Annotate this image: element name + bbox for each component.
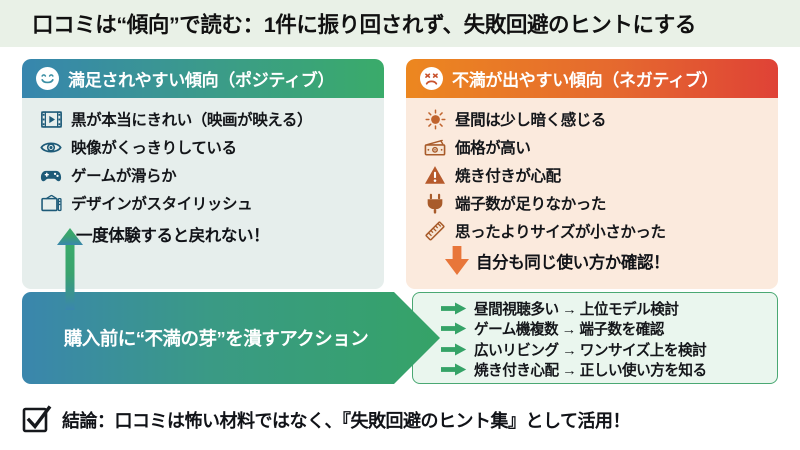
list-item: 思ったよりサイズが小さかった [406,217,778,245]
action-list-item-text: 広いリビング → ワンサイズ上を検討 [474,342,707,359]
eye-icon [40,136,62,158]
action-list-item-text: ゲーム機複数 → 端子数を確認 [474,322,664,339]
banknote-icon [424,136,446,158]
action-list-item: 焼き付き心配 → 正しい使い方を知る [413,360,777,381]
right-arrow-icon [441,363,467,376]
list-item: 映像がくっきりしている [22,133,384,161]
negative-panel-header: 不満が出やすい傾向（ネガティブ） [406,59,778,98]
down-arrow-icon [445,246,469,275]
title-band: 口コミは“傾向”で読む：1件に振り回されず、失敗回避のヒントにする [0,0,800,47]
action-bar: 購入前に“不満の芽”を潰すアクション [22,292,442,384]
positive-panel-header: 満足されやすい傾向（ポジティブ） [22,59,384,98]
list-item-label: ゲームが滑らか [71,168,177,185]
action-list-item: 広いリビング → ワンサイズ上を検討 [413,339,777,360]
list-item-label: 黒が本当にきれい（映画が映える） [71,112,313,129]
film-strip-icon [40,108,62,130]
list-item: デザインがスタイリッシュ [22,189,384,217]
list-item-label: 焼き付きが心配 [455,168,561,185]
list-item-label: 価格が高い [455,140,531,157]
negative-callout-text: 自分も同じ使い方か確認！ [476,254,670,272]
action-list-item: ゲーム機複数 → 端子数を確認 [413,319,777,340]
gamepad-icon [40,164,62,186]
positive-callout: 一度体験すると戻れない！ [22,222,384,246]
television-icon [40,192,62,214]
action-list-item-text: 昼間視聴多い → 上位モデル検討 [474,301,679,318]
right-arrow-icon [441,343,467,356]
negative-panel-title: 不満が出やすい傾向（ネガティブ） [452,71,719,90]
right-arrow-icon [441,302,467,315]
list-item: 価格が高い [406,133,778,161]
negative-callout: 自分も同じ使い方か確認！ [406,246,778,276]
list-item-label: 昼間は少し暗く感じる [455,112,607,129]
list-item-label: 思ったよりサイズが小さかった [455,224,666,241]
action-list-item-text: 焼き付き心配 → 正しい使い方を知る [474,363,707,380]
list-item-label: 映像がくっきりしている [71,140,237,157]
list-item-label: デザインがスタイリッシュ [71,196,253,213]
list-item: 端子数が足りなかった [406,189,778,217]
action-bar-shape [22,292,440,384]
list-item: 焼き付きが心配 [406,161,778,189]
list-item: ゲームが滑らか [22,161,384,189]
list-item-label: 端子数が足りなかった [455,196,607,213]
smiling-face-icon [36,67,59,90]
ruler-icon [424,220,446,242]
sun-icon [424,108,446,130]
action-list-box: 昼間視聴多い → 上位モデル検討 ゲーム機複数 → 端子数を確認 広いリビング … [412,292,778,384]
warning-triangle-icon [424,164,446,186]
negative-trend-panel: 不満が出やすい傾向（ネガティブ） 昼間は少し暗く感じる [406,59,778,289]
right-arrow-icon [441,322,467,335]
positive-callout-text: 一度体験すると戻れない！ [76,227,270,245]
positive-panel-body: 黒が本当にきれい（映画が映える） 映像がくっきりしている [22,98,384,246]
list-item: 黒が本当にきれい（映画が映える） [22,105,384,133]
checkbox-checked-icon [22,405,52,433]
conclusion-text: 結論：口コミは怖い材料ではなく、『失敗回避のヒント集』として活用！ [62,411,630,431]
up-arrow-icon [57,228,83,310]
page-title: 口コミは“傾向”で読む：1件に振り回されず、失敗回避のヒントにする [32,13,696,37]
frowning-face-icon [420,67,443,90]
power-plug-icon [424,192,446,214]
conclusion-bar: 結論：口コミは怖い材料ではなく、『失敗回避のヒント集』として活用！ [22,398,778,442]
action-list-item: 昼間視聴多い → 上位モデル検討 [413,298,777,319]
list-item: 昼間は少し暗く感じる [406,105,778,133]
negative-panel-body: 昼間は少し暗く感じる 価格が高い [406,98,778,276]
positive-trend-panel: 満足されやすい傾向（ポジティブ） [22,59,384,289]
positive-panel-title: 満足されやすい傾向（ポジティブ） [68,71,335,90]
